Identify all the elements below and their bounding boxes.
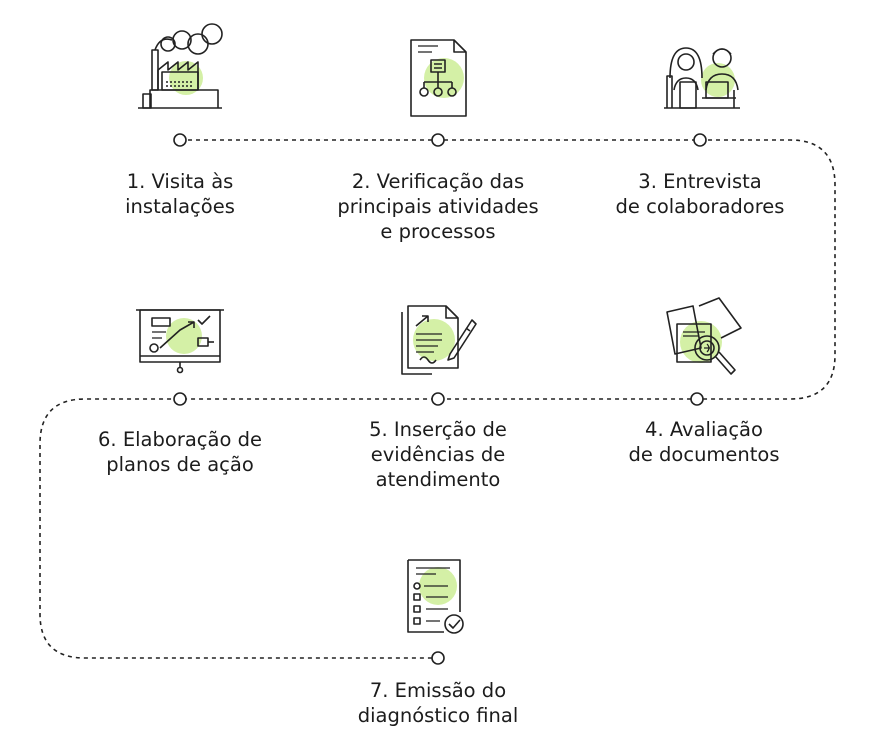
document-magnifier-icon: [666, 297, 742, 375]
factory-icon: [138, 23, 223, 109]
flowchart-document-icon: [410, 39, 467, 117]
presentation-board-icon: [136, 309, 224, 374]
step-label-4: 4. Avaliação de documentos: [628, 418, 780, 466]
interview-people-icon: [664, 47, 740, 109]
connector-path: [39, 139, 836, 659]
step-node-2: [431, 133, 445, 147]
step-node-4: [690, 392, 704, 406]
step-label-5: 5. Inserção de evidências de atendimento: [369, 418, 507, 491]
step-node-5: [431, 392, 445, 406]
step-node-7: [431, 651, 445, 665]
step-label-7: 7. Emissão do diagnóstico final: [357, 679, 519, 727]
step-node-3: [693, 133, 707, 147]
document-pen-icon: [401, 305, 477, 375]
step-label-1: 1. Visita às instalações: [125, 170, 235, 218]
step-nodes: [173, 133, 707, 665]
checklist-report-icon: [407, 559, 464, 634]
step-label-2: 2. Verificação das principais atividades…: [337, 170, 539, 243]
step-node-1: [173, 133, 187, 147]
step-node-6: [173, 392, 187, 406]
step-label-3: 3. Entrevista de colaboradores: [615, 170, 785, 218]
step-label-6: 6. Elaboração de planos de ação: [98, 428, 262, 476]
